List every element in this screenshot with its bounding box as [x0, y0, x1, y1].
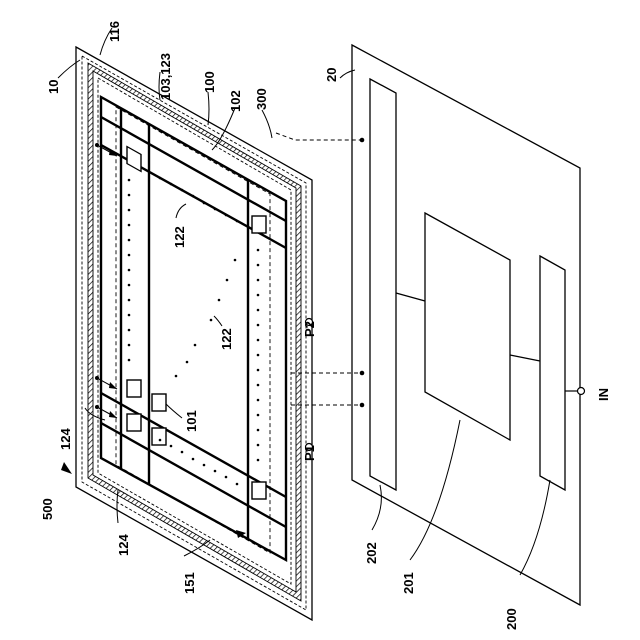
in-terminal: [578, 388, 585, 395]
label-20: 20: [324, 68, 339, 82]
label-in: IN: [596, 388, 611, 401]
label-p1: P1: [302, 445, 317, 461]
label-124-a: 124: [58, 428, 73, 450]
arrow-500: [61, 462, 72, 474]
pixel-square: [152, 394, 166, 411]
pixel-square: [252, 482, 266, 499]
label-116: 116: [107, 21, 122, 42]
label-10: 10: [46, 80, 61, 94]
label-202: 202: [364, 542, 379, 564]
circuit-board: [352, 45, 585, 605]
label-103-123: 103,123: [158, 53, 173, 100]
block-202: [370, 79, 396, 490]
label-122-b: 122: [219, 328, 234, 350]
label-p2: P2: [302, 321, 317, 337]
pixel-square: [127, 380, 141, 397]
label-300: 300: [254, 88, 269, 110]
pixel-square: [127, 414, 141, 431]
label-122-a: 122: [172, 226, 187, 248]
label-500: 500: [40, 498, 55, 520]
pixel-square: [252, 216, 266, 233]
label-102: 102: [228, 90, 243, 112]
label-200: 200: [504, 608, 519, 630]
label-101: 101: [184, 410, 199, 432]
label-100: 100: [202, 71, 217, 93]
label-201: 201: [401, 572, 416, 594]
block-200: [540, 256, 565, 490]
pixel-square: [152, 428, 166, 445]
label-151: 151: [182, 572, 197, 594]
label-124-b: 124: [116, 534, 131, 556]
